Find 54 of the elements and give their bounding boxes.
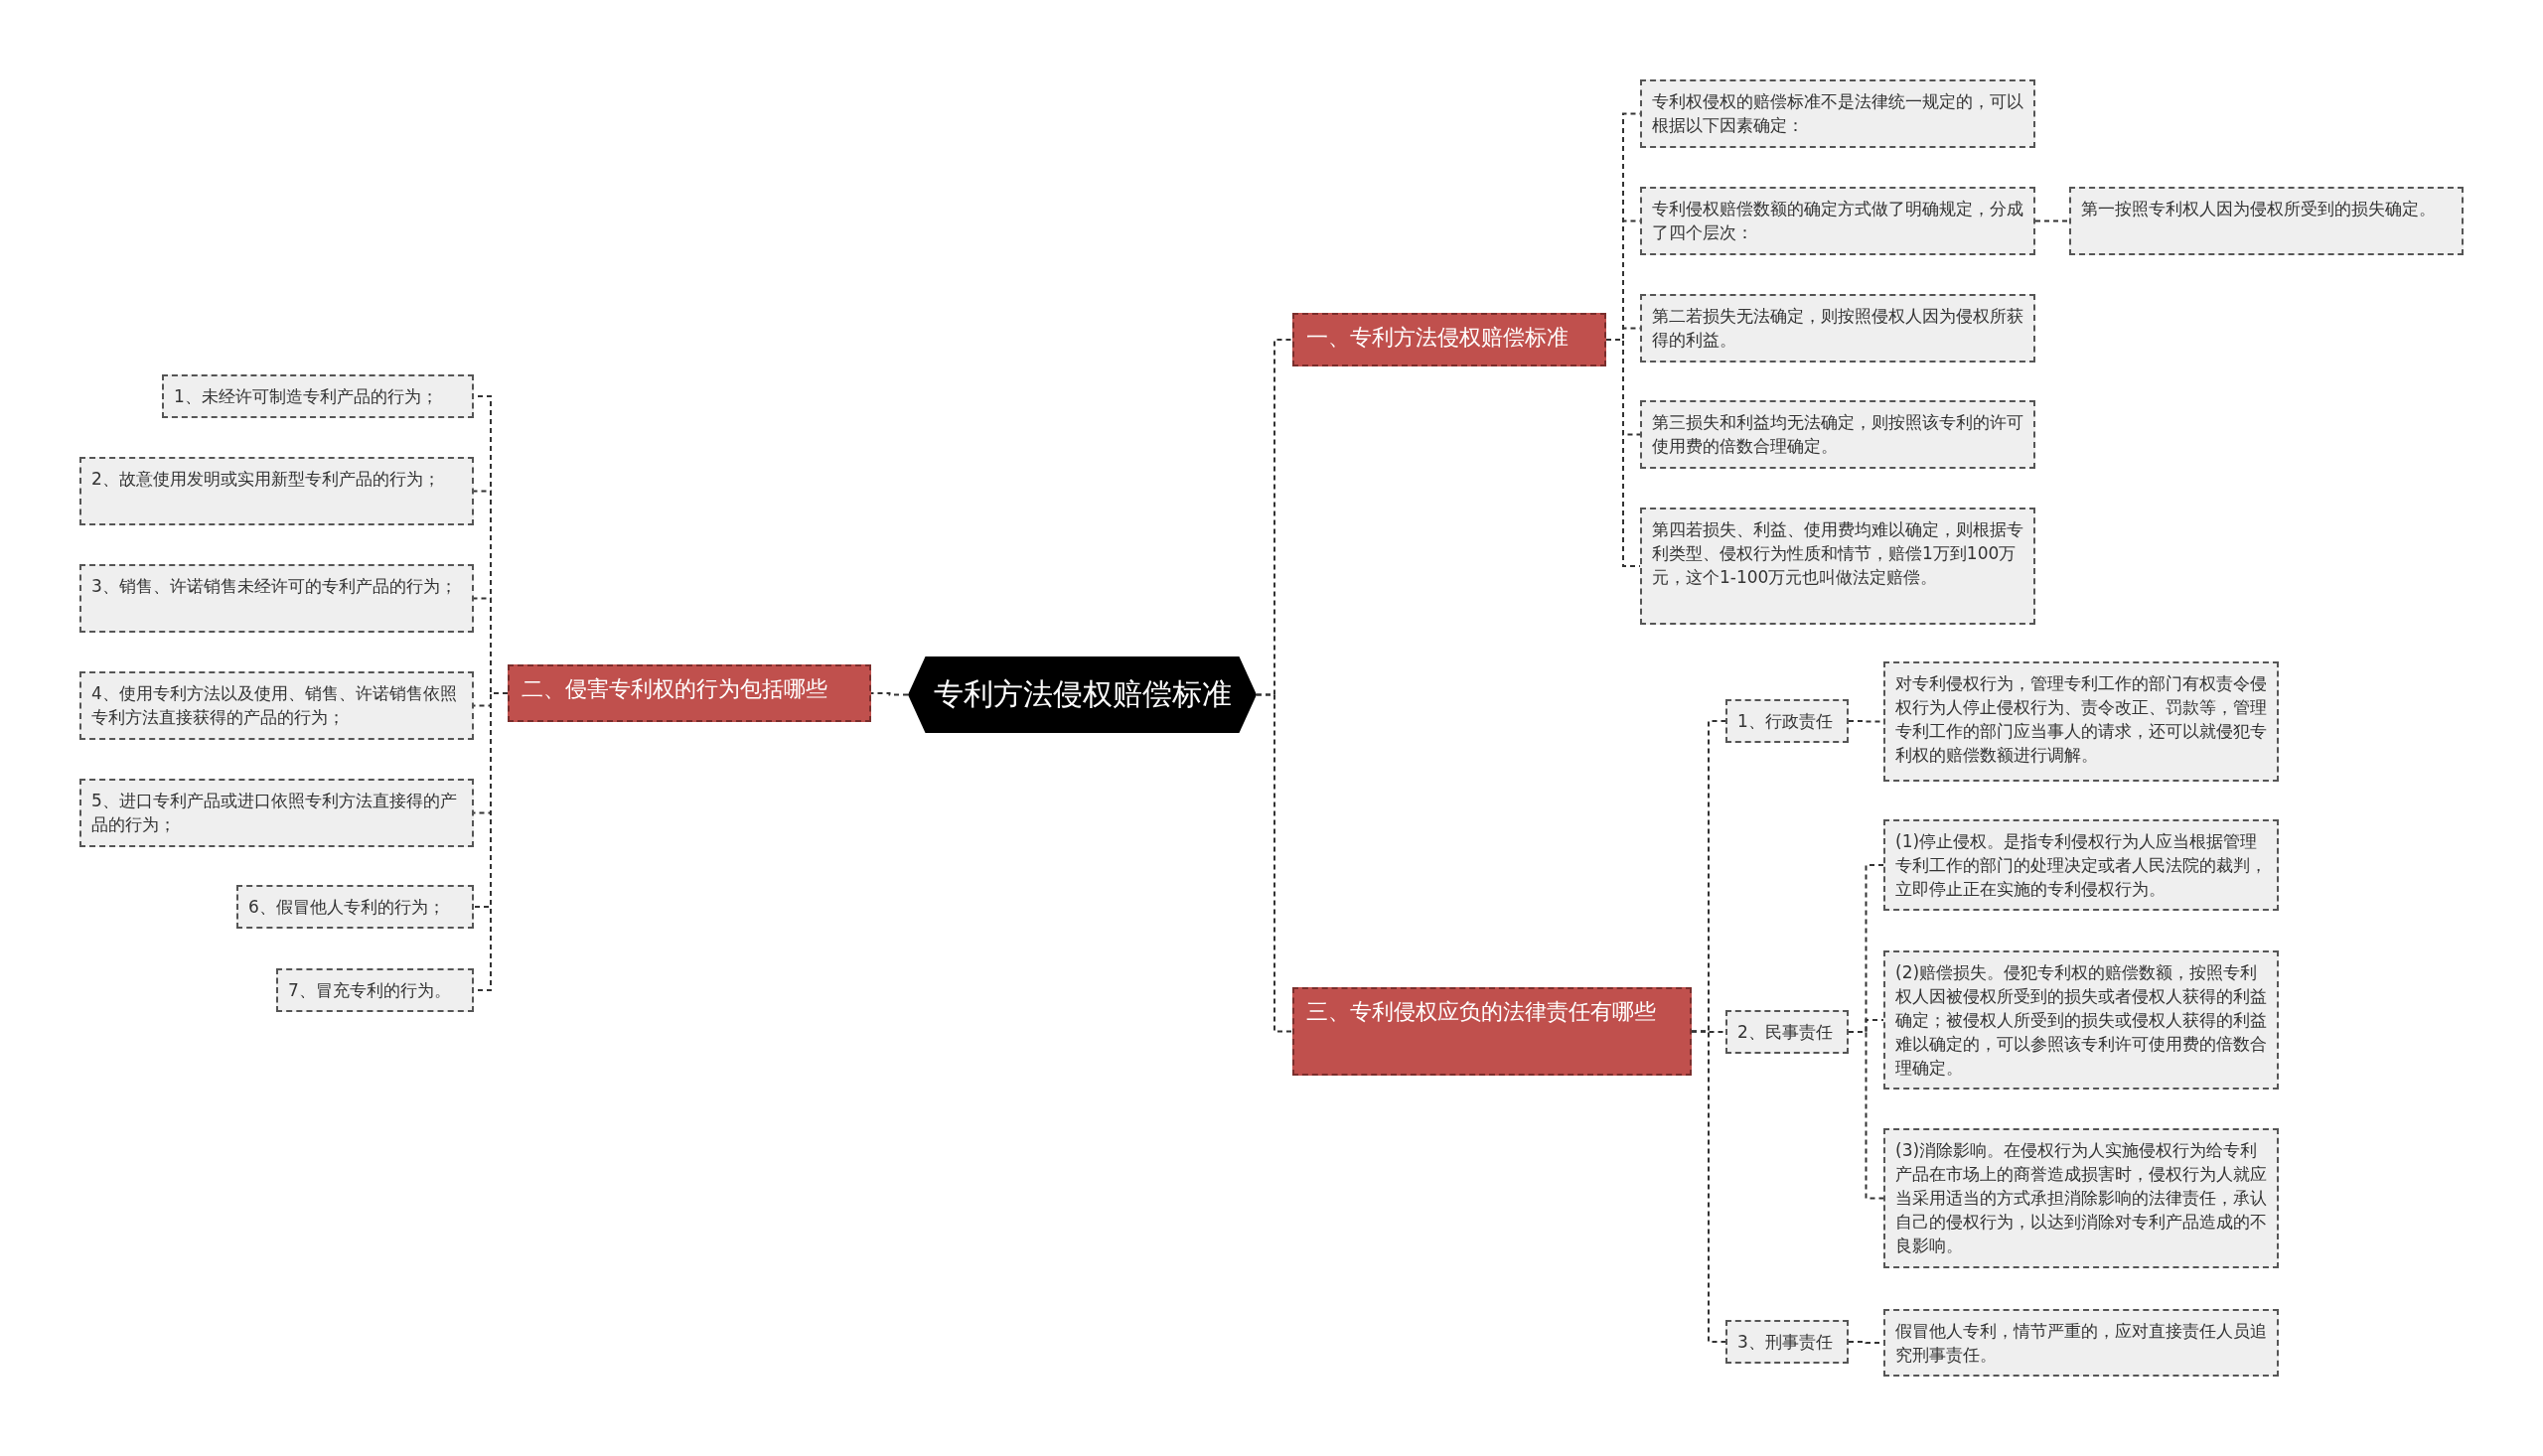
topic-box xyxy=(1883,950,2279,1090)
connector-line xyxy=(870,692,909,696)
topic-text: 对专利侵权行为，管理专利工作的部门有权责令侵权行为人停止侵权行为、责令改正、罚款等，管理专利工作的部门应当事人的请求，还可以就侵犯专利权的赔偿数额进行调解。 xyxy=(1895,672,2267,767)
connector-line xyxy=(2034,219,2070,222)
topic-box xyxy=(276,968,474,1012)
topic-text: 第二若损失无法确定，则按照侵权人因为侵权所获得的利益。 xyxy=(1652,305,2023,352)
topic-box xyxy=(236,885,474,929)
topic-box xyxy=(79,457,474,525)
topic-text: 5、进口专利产品或进口依照专利方法直接得的产品的行为； xyxy=(91,790,458,836)
topic-box xyxy=(1640,508,2035,625)
topic-text: (3)消除影响。在侵权行为人实施侵权行为给专利产品在市场上的商誉造成损害时，侵权行为人就应当采用适当的方式承担消除影响的法律责任，承认自己的侵权行为，以达到消除对专利产品造成的不良影响。 xyxy=(1895,1139,2267,1257)
topic-text: 3、刑事责任 xyxy=(1737,1331,1834,1354)
topic-text: 1、未经许可制造专利产品的行为； xyxy=(174,385,439,408)
topic-text: 专利方法侵权赔偿标准 xyxy=(933,675,1232,713)
connector-line xyxy=(1256,693,1293,1033)
topic-box xyxy=(1725,699,1849,743)
topic-text: 专利权侵权的赔偿标准不是法律统一规定的，可以根据以下因素确定： xyxy=(1652,90,2023,137)
topic-box xyxy=(1725,1010,1849,1054)
topic-text: 二、侵害专利权的行为包括哪些 xyxy=(522,675,828,703)
branch-topic-box xyxy=(1292,987,1692,1076)
topic-box xyxy=(79,779,474,847)
topic-text: 3、销售、许诺销售未经许可的专利产品的行为； xyxy=(91,575,458,598)
topic-box xyxy=(2069,187,2464,255)
connector-line xyxy=(1691,1030,1726,1343)
topic-text: 三、专利侵权应负的法律责任有哪些 xyxy=(1306,998,1657,1026)
topic-text: (1)停止侵权。是指专利侵权行为人应当根据管理专利工作的部门的处理决定或者人民法院的裁判，立即停止正在实施的专利侵权行为。 xyxy=(1895,830,2267,901)
topic-text: 第四若损失、利益、使用费均难以确定，则根据专利类型、侵权行为性质和情节，赔偿1万到100万元，这个1-100万元也叫做法定赔偿。 xyxy=(1652,518,2023,589)
topic-text: 6、假冒他人专利的行为； xyxy=(248,896,446,919)
topic-box xyxy=(79,671,474,740)
topic-box xyxy=(1640,79,2035,148)
topic-text: 7、冒充专利的行为。 xyxy=(288,979,452,1002)
topic-text: 假冒他人专利，情节严重的，应对直接责任人员追究刑事责任。 xyxy=(1895,1320,2267,1367)
topic-box xyxy=(1883,819,2279,911)
topic-box xyxy=(1725,1320,1849,1364)
topic-box xyxy=(79,564,474,633)
topic-box xyxy=(1640,294,2035,363)
topic-text: 专利侵权赔偿数额的确定方式做了明确规定，分成了四个层次： xyxy=(1652,198,2023,244)
topic-box xyxy=(1883,661,2279,782)
topic-text: 第一按照专利权人因为侵权所受到的损失确定。 xyxy=(2081,198,2437,220)
topic-box xyxy=(1640,400,2035,469)
topic-text: 1、行政责任 xyxy=(1737,710,1834,733)
topic-text: (2)赔偿损失。侵犯专利权的赔偿数额，按照专利权人因被侵权所受到的损失或者侵权人获得的利益确定；被侵权人所受到的损失或侵权人获得的利益难以确定的，可以参照该专利许可使用费的倍数合理确定。 xyxy=(1895,961,2267,1080)
topic-box xyxy=(1640,187,2035,255)
topic-box xyxy=(1883,1309,2279,1377)
topic-text: 第三损失和利益均无法确定，则按照该专利的许可使用费的倍数合理确定。 xyxy=(1652,411,2023,458)
branch-topic-box xyxy=(1292,313,1606,366)
topic-box xyxy=(162,374,474,418)
branch-topic-box xyxy=(508,664,871,722)
connector-line xyxy=(1848,1031,1884,1200)
topic-box xyxy=(1883,1128,2279,1268)
topic-text: 4、使用专利方法以及使用、销售、许诺销售依照专利方法直接获得的产品的行为； xyxy=(91,682,458,729)
topic-text: 2、故意使用发明或实用新型专利产品的行为； xyxy=(91,468,441,491)
topic-text: 2、民事责任 xyxy=(1737,1021,1834,1044)
topic-text: 一、专利方法侵权赔偿标准 xyxy=(1306,324,1570,352)
